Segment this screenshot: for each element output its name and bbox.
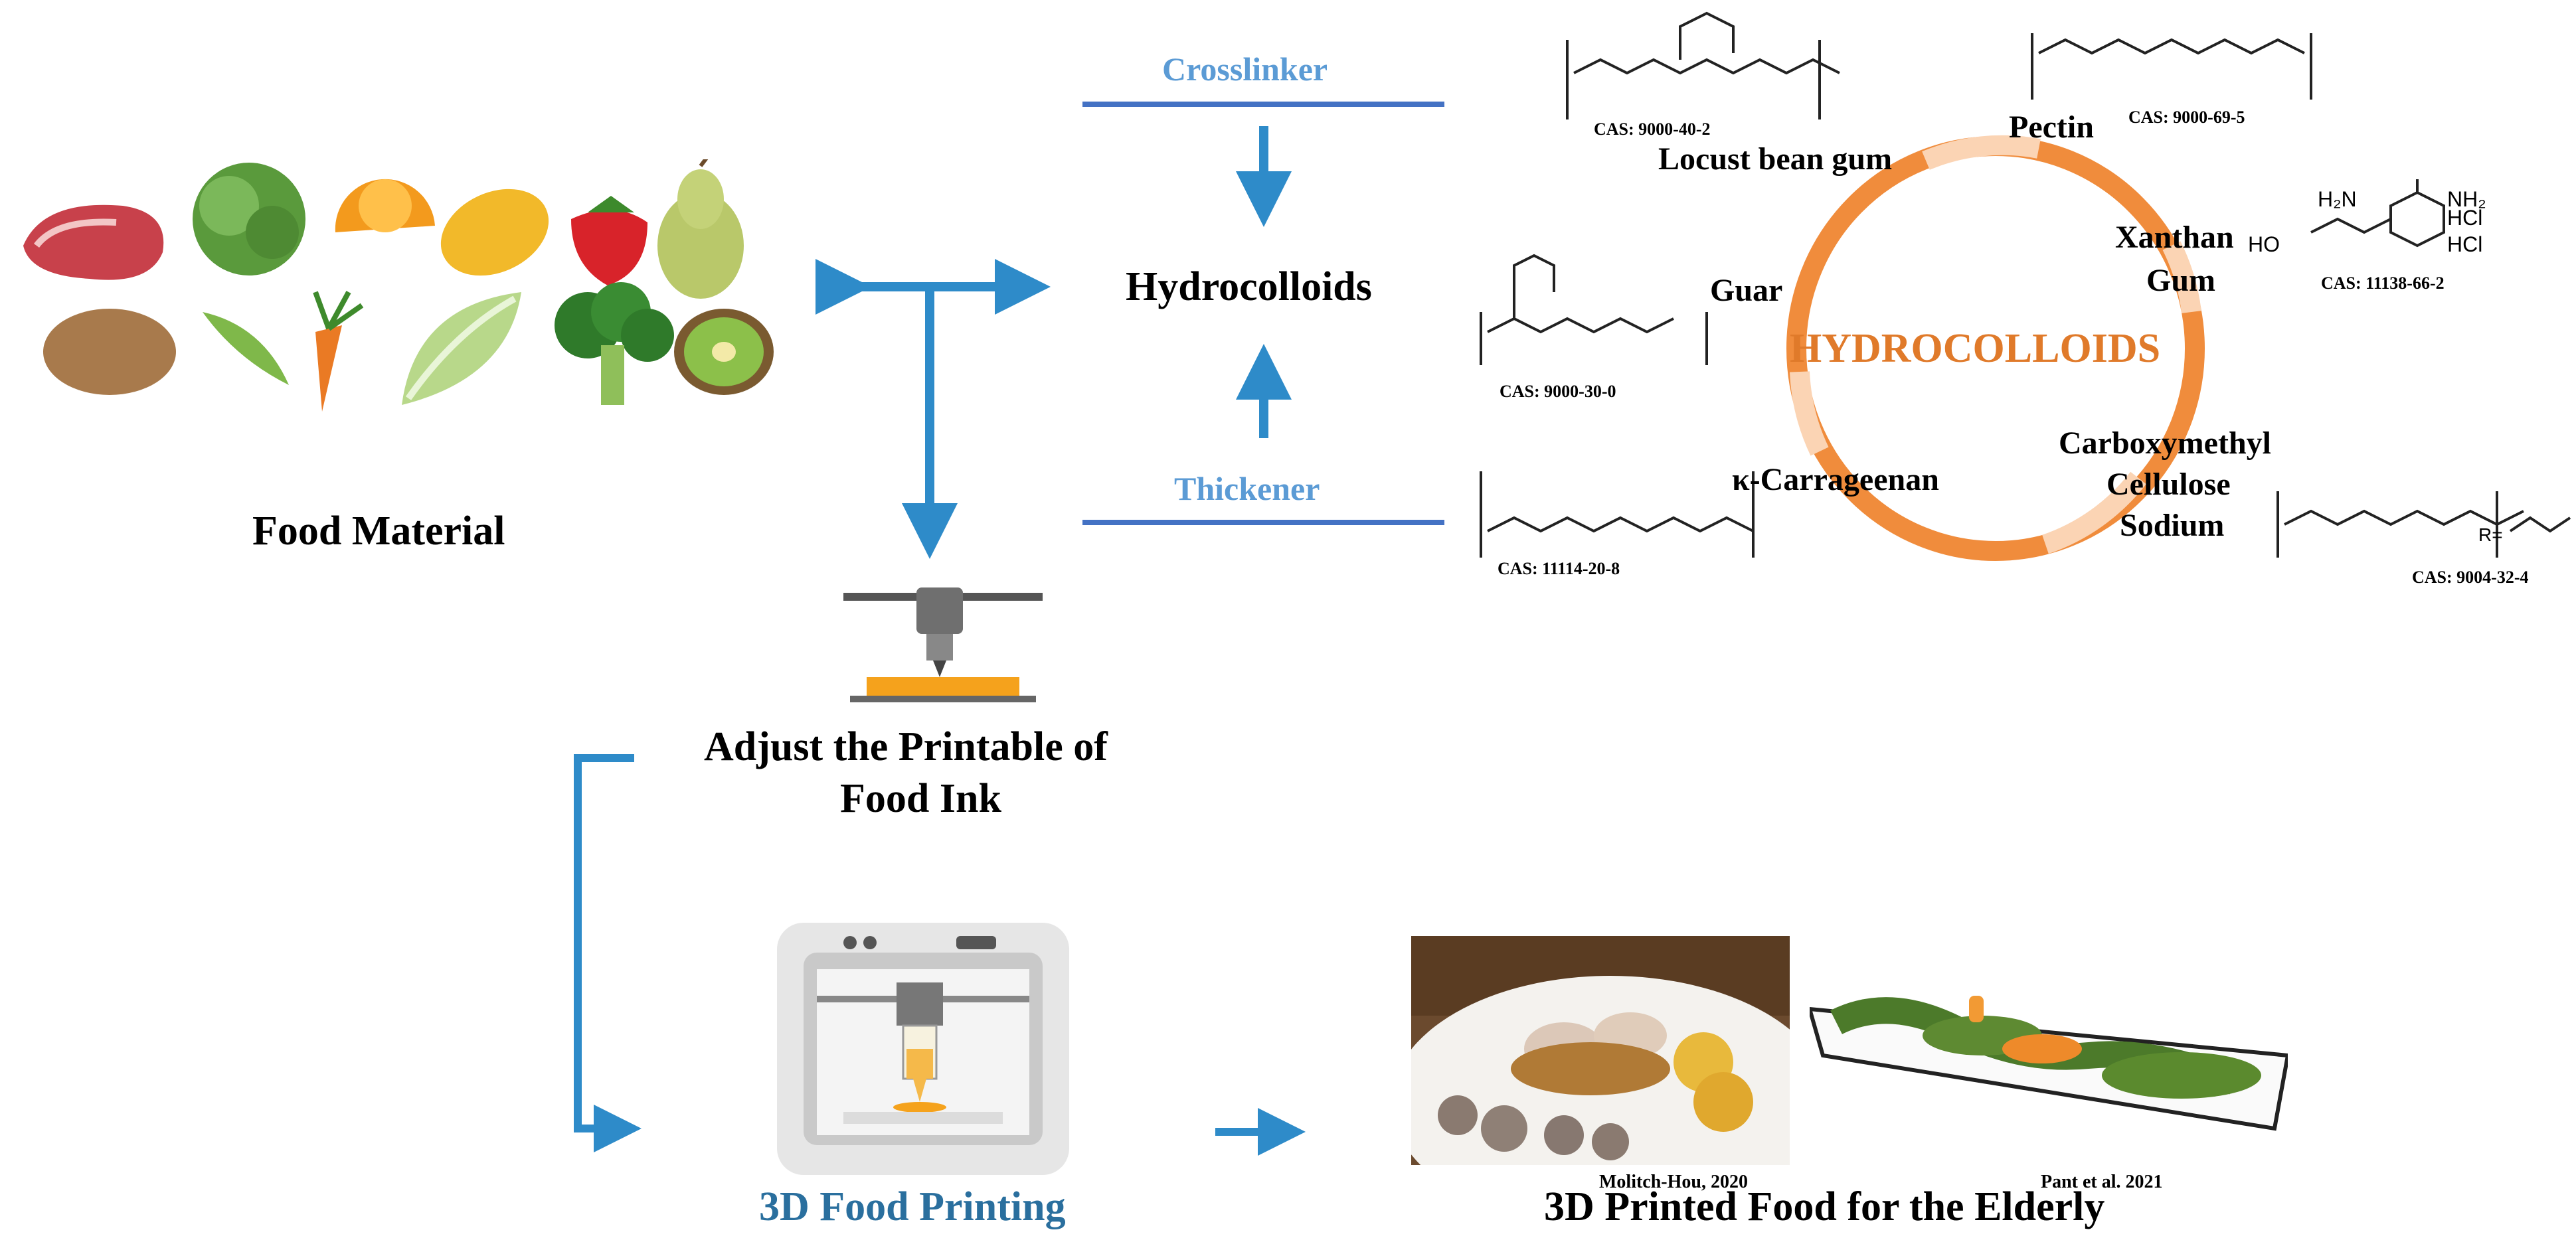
broccoli-icon	[555, 282, 674, 405]
3d-printer-icon	[777, 923, 1069, 1175]
cmc-r-label: R=	[2478, 524, 2503, 545]
ring-title: HYDROCOLLOIDS	[1790, 326, 2161, 371]
meat-icon	[23, 204, 164, 280]
loop-bracket-arrow	[574, 754, 642, 1152]
xanthan-atom-nh2: NH₂	[2447, 187, 2486, 211]
xanthan-atom-hcl-b: HCl	[2447, 232, 2483, 256]
cas-pectin: CAS: 9000-69-5	[2128, 108, 2245, 127]
xanthan-atom-h2n: H₂N	[2318, 187, 2357, 211]
potato-icon	[43, 309, 176, 395]
locust-bean-gum-label: Locust bean gum	[1658, 141, 1893, 177]
pectin-label: Pectin	[2009, 110, 2094, 145]
food-images-group	[17, 159, 787, 425]
printed-food-photo-2	[1810, 982, 2288, 1135]
guar-label: Guar	[1710, 273, 1783, 308]
cas-cmc: CAS: 9004-32-4	[2412, 568, 2529, 587]
adjust-label-line1: Adjust the Printable of	[704, 724, 1108, 769]
citation-molitch-hou: Molitch-Hou, 2020	[1599, 1172, 1748, 1192]
hydrocolloids-label: Hydrocolloids	[1126, 264, 1372, 309]
peapod-icon	[203, 312, 289, 385]
cas-carrageenan: CAS: 11114-20-8	[1498, 559, 1620, 578]
food-material-label: Food Material	[252, 508, 505, 554]
hydrocolloid-ring	[1786, 135, 2205, 561]
xanthan-label-line1: Xanthan	[2115, 220, 2234, 255]
carrot-icon	[313, 291, 364, 412]
strawberry-icon	[571, 196, 647, 285]
xanthan-atom-hcl-a: HCl	[2447, 206, 2483, 230]
orange-icon	[335, 179, 435, 232]
cmc-label-line1: Carboxymethyl	[2059, 426, 2271, 461]
cas-xanthan: CAS: 11138-66-2	[2321, 273, 2445, 293]
3d-food-printing-label: 3D Food Printing	[759, 1184, 1066, 1229]
lettuce-icon	[193, 163, 305, 275]
xanthan-label-line2: Gum	[2146, 263, 2216, 298]
carrageenan-label: κ-Carrageenan	[1732, 462, 1939, 497]
cas-locust-bean-gum: CAS: 9000-40-2	[1594, 119, 1711, 139]
cmc-label-line3: Sodium	[2120, 508, 2225, 543]
kiwi-icon	[674, 309, 774, 395]
cabbage-icon	[402, 292, 521, 405]
pear-icon	[657, 159, 744, 299]
thickener-label: Thickener	[1174, 470, 1320, 507]
citation-pant: Pant et al. 2021	[2041, 1172, 2163, 1192]
extrusion-printer-icon	[843, 587, 1043, 714]
3d-printed-food-elderly-label: 3D Printed Food for the Elderly	[1544, 1184, 2105, 1229]
xanthan-atom-ho: HO	[2248, 232, 2280, 256]
mango-icon	[440, 189, 549, 276]
cas-guar: CAS: 9000-30-0	[1500, 382, 1616, 401]
adjust-label-line2: Food Ink	[840, 776, 1001, 821]
printed-food-photo-1	[1411, 936, 1790, 1165]
crosslinker-label: Crosslinker	[1162, 50, 1328, 88]
cmc-label-line2: Cellulose	[2106, 467, 2231, 502]
